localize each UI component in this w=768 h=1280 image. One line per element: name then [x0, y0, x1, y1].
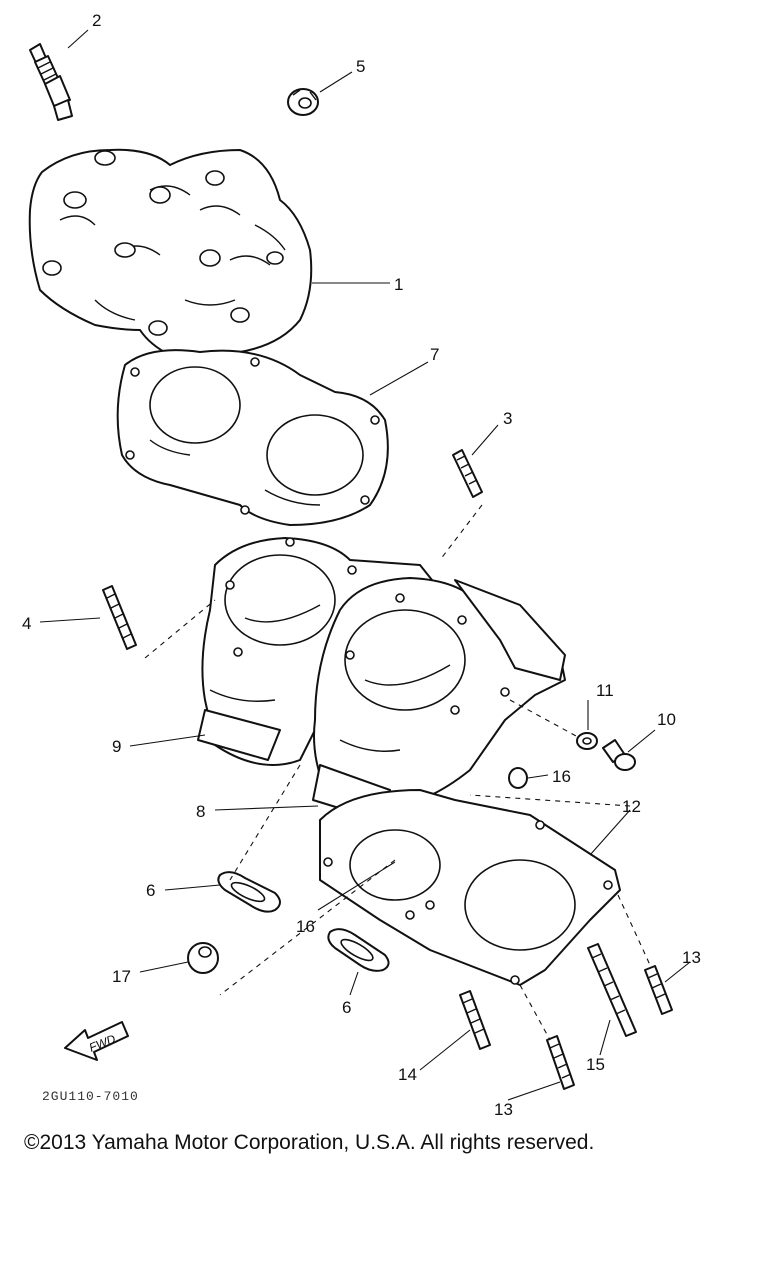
callout-10: 10	[657, 710, 676, 729]
dowel-pin-3	[453, 450, 482, 497]
callout-8: 8	[196, 802, 205, 821]
spark-plug	[30, 44, 72, 120]
diagram-code: 2GU110-7010	[42, 1089, 139, 1104]
callout-6b: 6	[342, 998, 351, 1017]
cylinder-head	[30, 150, 312, 356]
callout-2: 2	[92, 11, 101, 30]
head-gasket	[118, 350, 388, 525]
callout-1: 1	[394, 275, 403, 294]
forward-arrow-icon: FWD	[65, 1022, 128, 1060]
callout-4: 4	[22, 614, 31, 633]
callout-7: 7	[430, 345, 439, 364]
callout-17: 17	[112, 967, 131, 986]
callout-16a: 16	[552, 767, 571, 786]
callout-16b: 16	[296, 917, 315, 936]
exhaust-gasket-upper	[218, 872, 280, 912]
callout-11: 11	[596, 681, 614, 700]
bolt-10	[603, 740, 635, 770]
cylinder-right	[313, 578, 565, 820]
callout-14: 14	[398, 1065, 417, 1084]
callout-15: 15	[586, 1055, 605, 1074]
callout-5: 5	[356, 57, 365, 76]
washer-11	[577, 733, 597, 749]
leader-lines	[40, 30, 690, 1100]
stud-13-right	[645, 966, 672, 1014]
callout-13a: 13	[682, 948, 701, 967]
callout-6a: 6	[146, 881, 155, 900]
dowel-pin-4	[103, 586, 136, 649]
base-gasket	[320, 790, 620, 985]
callout-13b: 13	[494, 1100, 513, 1119]
cap-nut-top	[288, 89, 318, 115]
plug-16-upper	[509, 768, 527, 788]
callout-3: 3	[503, 409, 512, 428]
stud-14	[460, 991, 490, 1049]
exhaust-gasket-lower	[328, 929, 388, 971]
stud-15	[588, 944, 636, 1036]
exploded-parts-diagram: FWD 2 5 1 7 3 4 9 8 6 1	[22, 11, 701, 1119]
stud-13-bottom	[547, 1036, 574, 1089]
cap-nut-bottom	[188, 943, 218, 973]
callout-9: 9	[112, 737, 121, 756]
callout-12: 12	[622, 797, 641, 816]
fwd-label: FWD	[87, 1031, 118, 1054]
copyright-notice: ©2013 Yamaha Motor Corporation, U.S.A. A…	[24, 1131, 595, 1154]
